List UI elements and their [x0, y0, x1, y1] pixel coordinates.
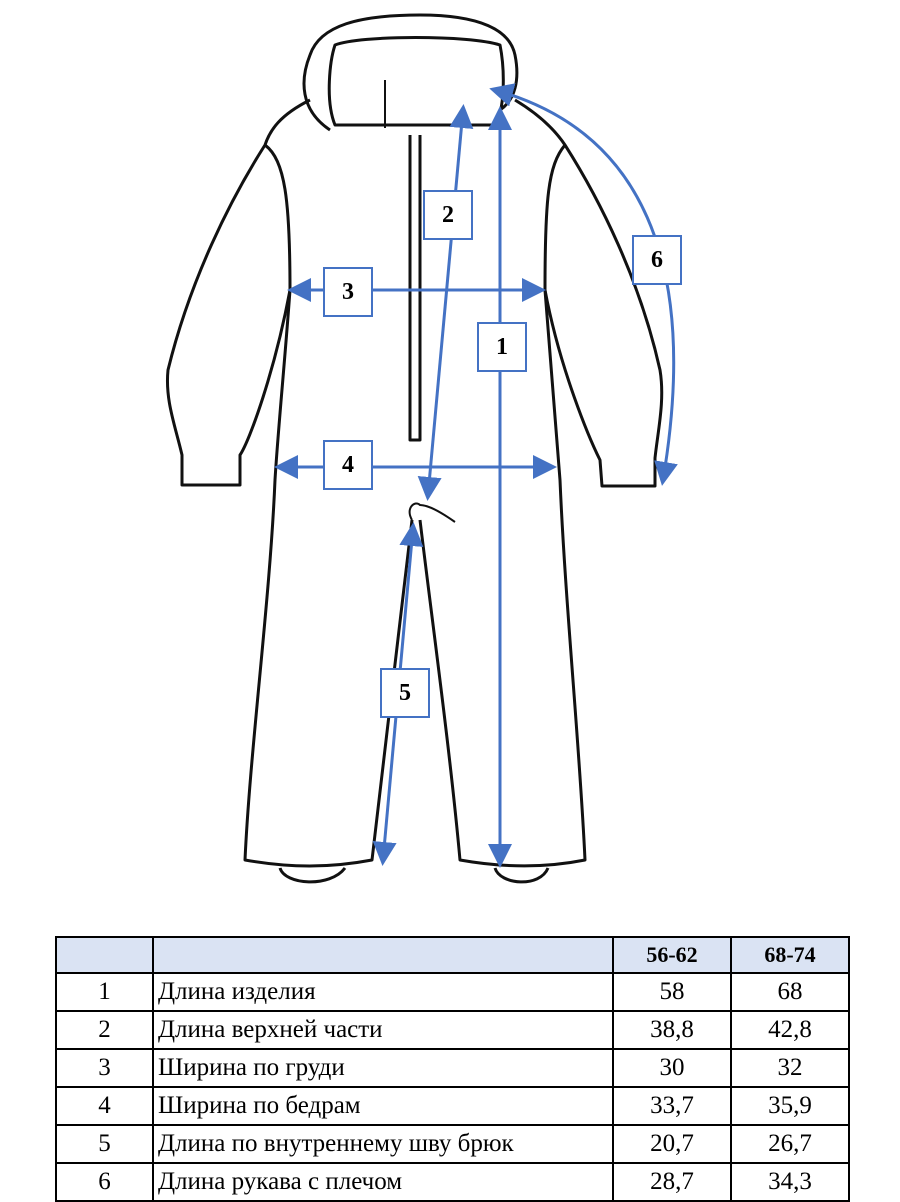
row-value: 20,7 [612, 1124, 732, 1164]
right-sleeve [514, 98, 664, 488]
right-foot [493, 867, 550, 884]
row-name: Длина изделия [152, 972, 614, 1012]
left-sleeve [165, 98, 311, 487]
row-value: 35,9 [730, 1086, 850, 1126]
hood [302, 13, 519, 132]
right-leg [418, 289, 587, 868]
row-name: Длина рукава с плечом [152, 1162, 614, 1202]
zipper [408, 135, 422, 442]
jumpsuit-drawing [165, 13, 678, 884]
row-value: 34,3 [730, 1162, 850, 1202]
row-number: 3 [55, 1048, 154, 1088]
arrow-6 [489, 83, 678, 486]
row-number: 4 [55, 1086, 154, 1126]
label-5: 5 [380, 668, 430, 718]
label-4: 4 [323, 440, 373, 490]
row-value: 68 [730, 972, 850, 1012]
header-size-68-74: 68-74 [730, 936, 850, 974]
row-number: 1 [55, 972, 154, 1012]
row-value: 33,7 [612, 1086, 732, 1126]
hood-opening [327, 36, 505, 127]
label-2: 2 [423, 190, 473, 240]
row-number: 6 [55, 1162, 154, 1202]
table-header: 56-62 68-74 [55, 936, 850, 974]
row-number: 5 [55, 1124, 154, 1164]
header-cell [152, 936, 614, 974]
left-foot [278, 866, 347, 884]
garment-outline [165, 13, 664, 884]
row-value: 30 [612, 1048, 732, 1088]
label-1: 1 [477, 322, 527, 372]
row-name: Длина по внутреннему шву брюк [152, 1124, 614, 1164]
header-size-56-62: 56-62 [612, 936, 732, 974]
row-value: 28,7 [612, 1162, 732, 1202]
row-name: Ширина по груди [152, 1048, 614, 1088]
row-value: 42,8 [730, 1010, 850, 1050]
row-value: 38,8 [612, 1010, 732, 1050]
row-value: 32 [730, 1048, 850, 1088]
arrow-2 [417, 104, 474, 501]
label-6: 6 [632, 235, 682, 285]
row-name: Ширина по бедрам [152, 1086, 614, 1126]
row-name: Длина верхней части [152, 1010, 614, 1050]
label-3: 3 [323, 267, 373, 317]
row-number: 2 [55, 1010, 154, 1050]
row-value: 58 [612, 972, 732, 1012]
row-value: 26,7 [730, 1124, 850, 1164]
header-cell [55, 936, 154, 974]
